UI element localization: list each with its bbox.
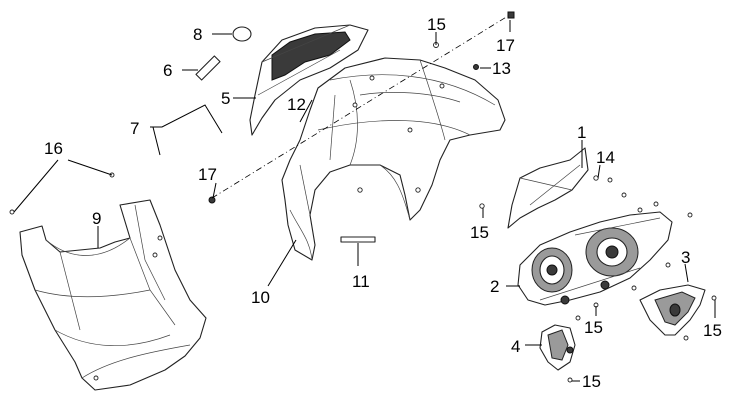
callout-labels: 8 6 5 7 16 9 17 12 10 11 15 17 13 1 14 1…	[44, 15, 722, 391]
callout-11: 11	[352, 272, 370, 291]
callout-5: 5	[221, 89, 230, 108]
callout-14: 14	[596, 148, 615, 167]
callout-16: 16	[44, 139, 63, 158]
part-emblem-strip	[195, 55, 221, 81]
fasteners	[208, 11, 717, 383]
clip-16-left	[9, 209, 15, 215]
part-front-lower-cowl	[19, 199, 207, 391]
callout-8: 8	[193, 25, 202, 44]
part-trim-strip	[340, 236, 376, 243]
part-turn-signal-lower	[539, 324, 576, 371]
part-emblem	[232, 26, 252, 42]
callout-9: 9	[92, 209, 101, 228]
leader-lines	[13, 20, 716, 382]
callout-17-left: 17	[198, 165, 217, 184]
part-headlight-assembly	[517, 211, 673, 306]
part-headlight-bracket	[507, 147, 589, 229]
callout-17-top: 17	[496, 36, 515, 55]
bolt-axis-line	[211, 15, 509, 199]
callout-15-center: 15	[584, 318, 603, 337]
part-turn-signal-right	[639, 284, 706, 336]
callout-4: 4	[511, 337, 520, 356]
callout-12: 12	[287, 95, 306, 114]
callout-13: 13	[492, 59, 511, 78]
callout-15-mid: 15	[470, 223, 489, 242]
callout-2: 2	[490, 277, 499, 296]
callout-15-right: 15	[703, 321, 722, 340]
callout-7: 7	[130, 119, 139, 138]
callout-10: 10	[251, 288, 270, 307]
callout-15-top: 15	[427, 15, 446, 34]
callout-15-bottom: 15	[582, 372, 601, 391]
part-inner-grille	[249, 24, 369, 136]
callout-3: 3	[681, 248, 690, 267]
callout-1: 1	[577, 123, 586, 142]
callout-6: 6	[163, 61, 172, 80]
part-front-shield	[281, 57, 506, 261]
